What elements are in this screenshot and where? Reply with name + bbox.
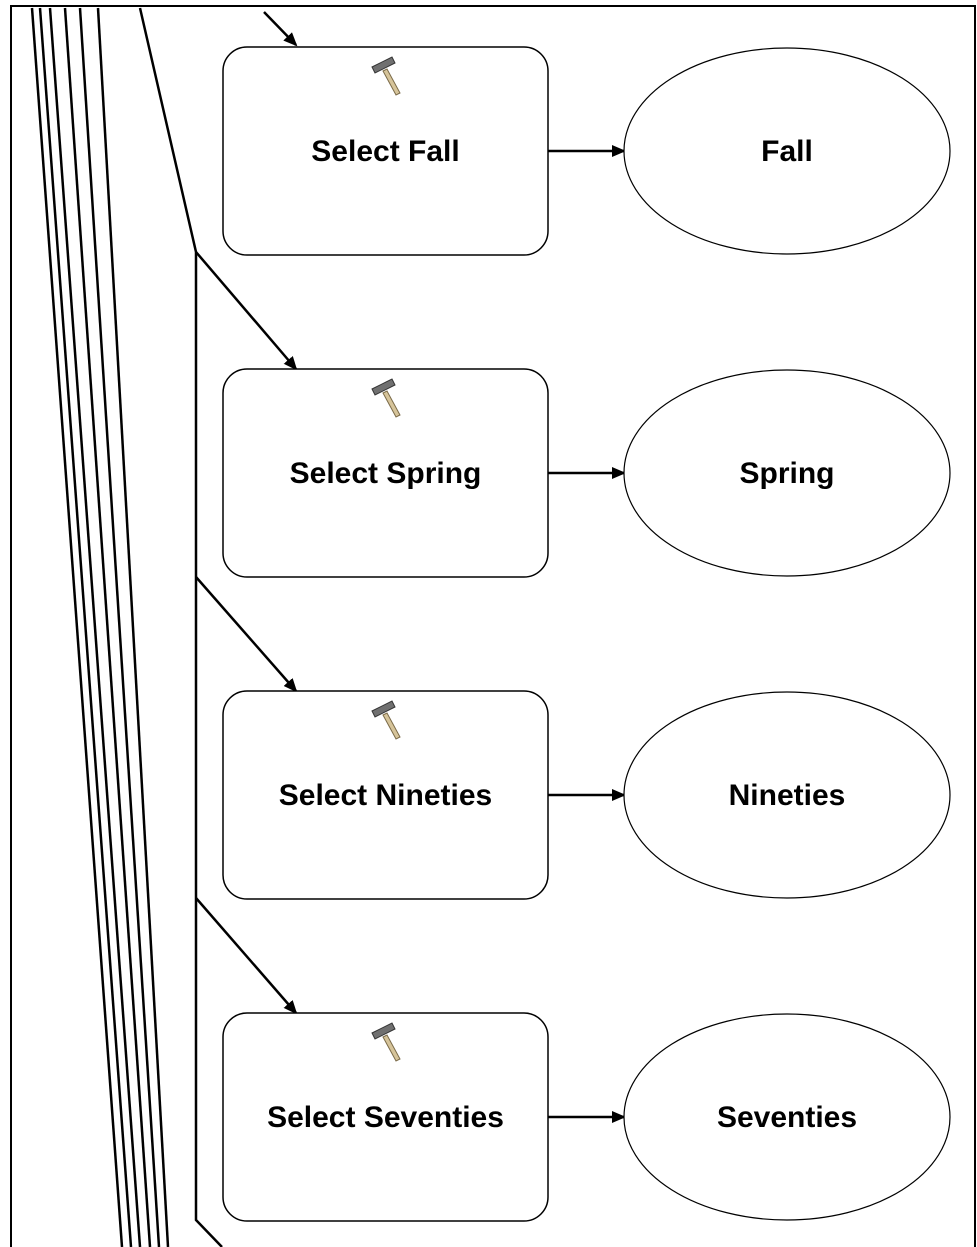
output-label: Spring [740, 457, 835, 490]
tool-label: Select Spring [290, 457, 482, 490]
connector-line [96, 7, 170, 1247]
output-label: Seventies [717, 1101, 857, 1134]
diagram-frame [10, 5, 976, 1247]
input-arrow-fall [263, 11, 298, 47]
input-arrow-nineties [195, 576, 298, 693]
input-connector-line [138, 7, 223, 1247]
output-ellipse[interactable] [623, 47, 951, 255]
connector-line [63, 7, 152, 1247]
output-label: Fall [761, 135, 813, 168]
connector-line [38, 7, 133, 1247]
input-arrow-spring [195, 251, 298, 371]
connector-bundle [30, 7, 170, 1247]
output-ellipse[interactable] [623, 369, 951, 577]
output-ellipse[interactable] [623, 1013, 951, 1221]
connector-line [48, 7, 142, 1247]
tool-label: Select Nineties [279, 779, 492, 812]
input-connector [138, 7, 298, 1247]
input-arrow-seventies [195, 897, 298, 1015]
output-label: Nineties [729, 779, 846, 812]
output-ellipse[interactable] [623, 691, 951, 899]
tool-label: Select Fall [311, 135, 459, 168]
connector-line [78, 7, 161, 1247]
connector-line [30, 7, 124, 1247]
tool-label: Select Seventies [267, 1101, 504, 1134]
